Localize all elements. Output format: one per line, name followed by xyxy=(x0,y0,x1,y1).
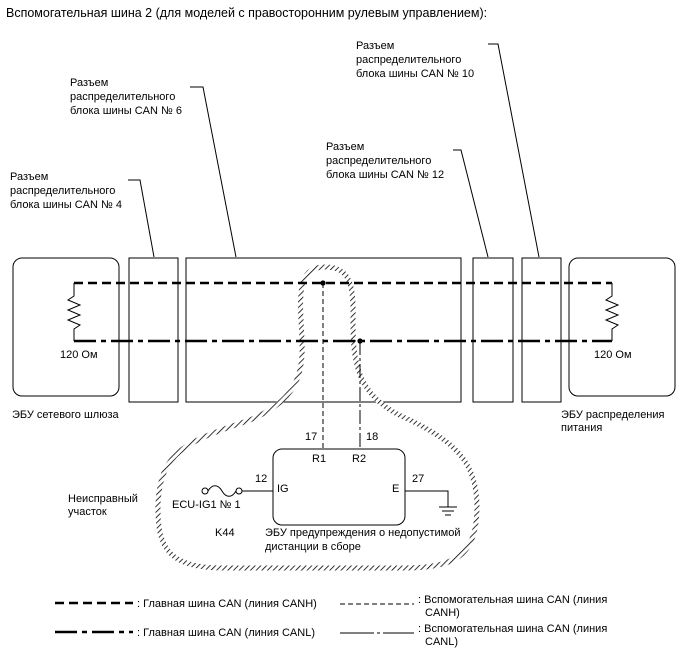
label-jc4: Разъем распределительного блока шины CAN… xyxy=(10,171,122,211)
gateway-ecu-label: ЭБУ сетевого шлюза xyxy=(12,409,120,421)
svg-text:блока шины CAN № 4: блока шины CAN № 4 xyxy=(10,199,122,211)
legend-sub-canl-line2: CANL) xyxy=(425,636,458,648)
svg-text:участок: участок xyxy=(68,506,107,518)
svg-text:блока шины CAN № 12: блока шины CAN № 12 xyxy=(326,169,444,181)
pin-number-r2: 18 xyxy=(366,431,378,443)
jc12-box xyxy=(472,257,514,403)
pin-r2: R2 xyxy=(352,453,366,465)
legend-main-canl: : Главная шина CAN (линия CANL) xyxy=(137,627,315,639)
svg-text:блока шины CAN № 6: блока шины CAN № 6 xyxy=(70,105,182,117)
svg-text:блока шины CAN № 10: блока шины CAN № 10 xyxy=(356,68,474,80)
svg-text:дистанции в сборе: дистанции в сборе xyxy=(265,541,361,553)
warning-ecu-box xyxy=(272,448,406,526)
pin-number-ig: 12 xyxy=(255,473,267,485)
legend: : Главная шина CAN (линия CANH) : Главна… xyxy=(55,594,607,648)
svg-text:Разъем: Разъем xyxy=(10,171,48,183)
label-jc10: Разъем распределительного блока шины CAN… xyxy=(356,40,474,80)
svg-text:распределительного: распределительного xyxy=(326,155,431,167)
gateway-resistor-value: 120 Ом xyxy=(60,349,98,361)
pin-e: E xyxy=(392,483,399,495)
svg-text:ЭБУ предупреждения о недопусти: ЭБУ предупреждения о недопустимой xyxy=(265,527,460,539)
svg-text:питания: питания xyxy=(561,422,602,434)
power-ecu-box xyxy=(568,257,676,397)
fuse-label: ECU-IG1 № 1 xyxy=(172,499,241,511)
svg-text:Разъем: Разъем xyxy=(326,141,364,153)
legend-sub-canl-line1: : Вспомогательная шина CAN (линия xyxy=(418,623,607,635)
svg-text:Разъем: Разъем xyxy=(70,77,108,89)
legend-sub-canh-line2: CANH) xyxy=(425,607,460,619)
gateway-terminating-resistor xyxy=(66,283,82,341)
diagram-title: Вспомогательная шина 2 (для моделей с пр… xyxy=(6,6,487,20)
fuse-symbol xyxy=(201,485,243,497)
ecu-code-k44: K44 xyxy=(215,527,235,539)
power-terminating-resistor xyxy=(604,283,620,341)
faulty-area-label: Неисправный участок xyxy=(68,493,138,518)
svg-text:распределительного: распределительного xyxy=(70,91,175,103)
pin-number-e: 27 xyxy=(412,473,424,485)
pin-number-r1: 17 xyxy=(305,431,317,443)
legend-main-canh: : Главная шина CAN (линия CANH) xyxy=(137,598,317,610)
jc10-box xyxy=(521,257,562,403)
label-jc6: Разъем распределительного блока шины CAN… xyxy=(70,77,182,117)
svg-text:Разъем: Разъем xyxy=(356,40,394,52)
warning-ecu-label: ЭБУ предупреждения о недопустимой дистан… xyxy=(265,527,460,553)
svg-text:распределительного: распределительного xyxy=(356,54,461,66)
power-ecu-label: ЭБУ распределения питания xyxy=(561,409,665,434)
svg-text:Неисправный: Неисправный xyxy=(68,493,138,505)
power-resistor-value: 120 Ом xyxy=(594,349,632,361)
legend-sub-canh-line1: : Вспомогательная шина CAN (линия xyxy=(418,594,607,606)
jc4-box xyxy=(128,257,179,403)
ground-symbol xyxy=(405,490,457,516)
faulty-area-outline xyxy=(155,264,480,571)
label-jc12: Разъем распределительного блока шины CAN… xyxy=(326,141,444,181)
svg-text:распределительного: распределительного xyxy=(10,185,115,197)
pin-ig: IG xyxy=(277,483,289,495)
pin-r1: R1 xyxy=(312,453,326,465)
svg-text:ЭБУ распределения: ЭБУ распределения xyxy=(561,409,665,421)
gateway-ecu-box xyxy=(12,257,120,397)
leader-lines xyxy=(128,43,540,258)
